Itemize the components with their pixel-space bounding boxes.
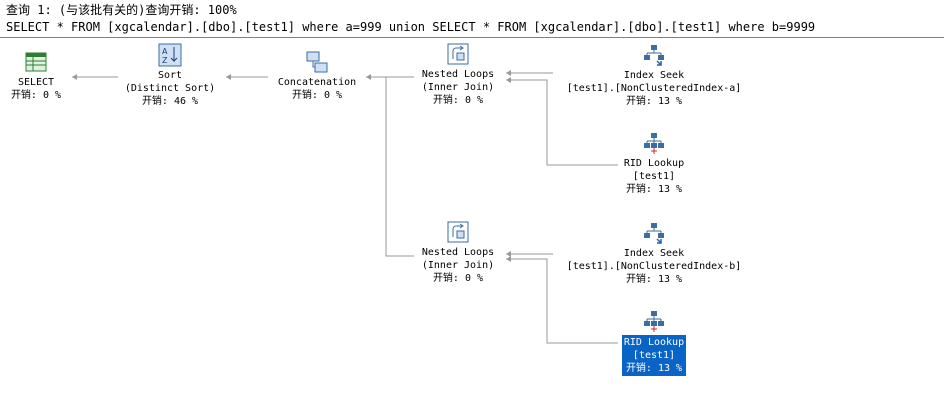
- concatenation-icon: [305, 50, 329, 74]
- select-icon: [24, 50, 48, 74]
- plan-node-index-seek-b[interactable]: Index Seek [test1].[NonClusteredIndex-b]…: [556, 221, 752, 286]
- node-cost: 开销: 13 %: [625, 274, 683, 285]
- plan-node-concatenation[interactable]: Concatenation 开销: 0 %: [268, 50, 366, 102]
- node-cost: 开销: 13 %: [625, 184, 683, 195]
- node-cost: 开销: 0 %: [291, 90, 343, 101]
- arrow-nl2-to-concat: [385, 77, 414, 257]
- node-cost: 开销: 0 %: [432, 273, 484, 284]
- node-name: Nested Loops: [421, 247, 495, 258]
- nested-loops-icon: [446, 220, 470, 244]
- plan-node-nested-loops-1[interactable]: Nested Loops (Inner Join) 开销: 0 %: [410, 42, 506, 107]
- index-seek-icon: [642, 221, 666, 245]
- arrow-rid2-to-nl2: [506, 258, 618, 344]
- node-subtitle: (Distinct Sort): [124, 83, 216, 94]
- plan-node-rid-lookup-2[interactable]: RID Lookup [test1] 开销: 13 %: [614, 309, 694, 376]
- node-subtitle: [test1].[NonClusteredIndex-b]: [566, 261, 742, 272]
- node-cost: 开销: 13 %: [625, 96, 683, 107]
- query-sql-text: SELECT * FROM [xgcalendar].[dbo].[test1]…: [6, 20, 816, 34]
- plan-node-nested-loops-2[interactable]: Nested Loops (Inner Join) 开销: 0 %: [410, 220, 506, 285]
- node-name: Concatenation: [277, 77, 357, 88]
- node-name: Index Seek: [623, 70, 685, 81]
- node-subtitle: [test1]: [632, 171, 676, 182]
- node-name: RID Lookup: [623, 158, 685, 169]
- node-name: Index Seek: [623, 248, 685, 259]
- index-seek-icon: [642, 43, 666, 67]
- node-name: SELECT: [17, 77, 55, 88]
- node-cost: 开销: 0 %: [10, 90, 62, 101]
- nested-loops-icon: [446, 42, 470, 66]
- header-divider: [0, 37, 944, 38]
- arrow-rid1-to-nl1: [506, 79, 618, 166]
- plan-node-index-seek-a[interactable]: Index Seek [test1].[NonClusteredIndex-a]…: [556, 43, 752, 108]
- node-cost: 开销: 0 %: [432, 95, 484, 106]
- node-cost: 开销: 46 %: [141, 96, 199, 107]
- node-name: Nested Loops: [421, 69, 495, 80]
- node-subtitle: [test1].[NonClusteredIndex-a]: [566, 83, 742, 94]
- svg-text:Z: Z: [162, 56, 168, 65]
- plan-node-select[interactable]: SELECT 开销: 0 %: [4, 50, 68, 102]
- rid-lookup-icon: [642, 131, 666, 155]
- node-subtitle: (Inner Join): [421, 260, 495, 271]
- node-name: Sort: [157, 70, 183, 81]
- plan-node-rid-lookup-1[interactable]: RID Lookup [test1] 开销: 13 %: [614, 131, 694, 196]
- node-name: RID Lookup: [623, 337, 685, 348]
- rid-lookup-icon: [642, 309, 666, 333]
- node-cost: 开销: 13 %: [625, 363, 683, 374]
- svg-text:A: A: [162, 47, 168, 56]
- query-cost-header: 查询 1: (与该批有关的)查询开销: 100%: [6, 3, 237, 17]
- node-subtitle: (Inner Join): [421, 82, 495, 93]
- node-subtitle: [test1]: [632, 350, 676, 361]
